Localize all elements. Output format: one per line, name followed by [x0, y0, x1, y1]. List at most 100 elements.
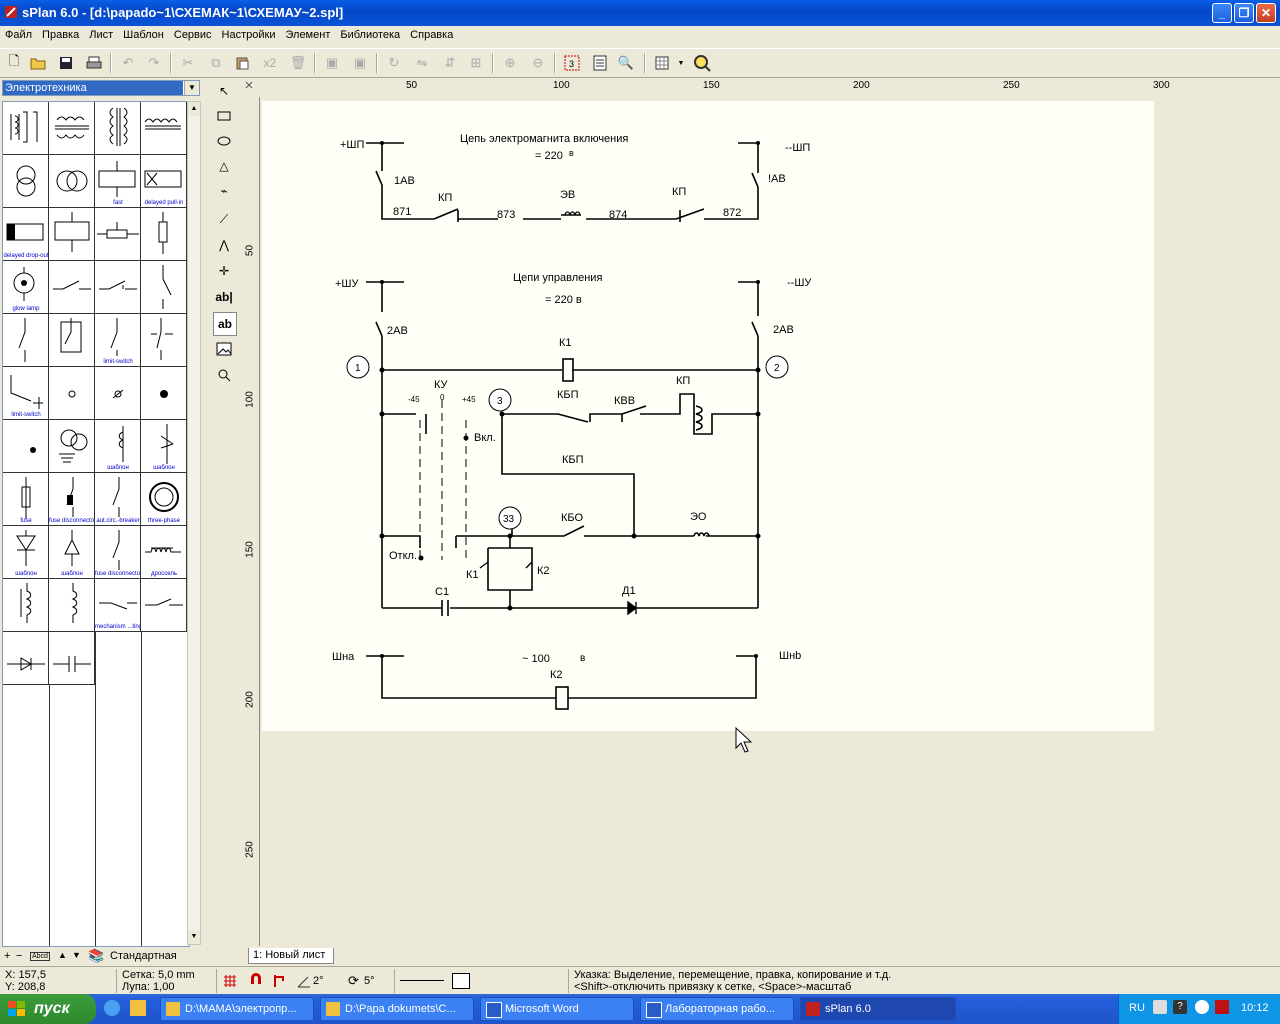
- print-icon[interactable]: [84, 53, 104, 73]
- mirror-h-icon[interactable]: ⇋: [416, 55, 428, 70]
- lib-switch-7[interactable]: [141, 579, 187, 632]
- lib-terminal-filled[interactable]: [141, 367, 187, 420]
- scroll-down-icon[interactable]: ▼: [188, 930, 200, 944]
- quicklaunch-icon[interactable]: [130, 1000, 146, 1016]
- rotate-angle-icon[interactable]: ⟳: [348, 973, 359, 988]
- rectangle-tool-icon[interactable]: [213, 105, 235, 127]
- menu-help[interactable]: Справка: [410, 29, 454, 41]
- maximize-button[interactable]: ❐: [1234, 3, 1254, 23]
- lib-switch-5[interactable]: [49, 314, 95, 367]
- lib-aut-circ-breaker[interactable]: aut.circ.-breaker: [95, 473, 141, 526]
- ellipse-tool-icon[interactable]: [213, 130, 235, 152]
- grid-dropdown-icon[interactable]: ▼: [677, 59, 685, 67]
- delete-icon[interactable]: 🗑: [289, 55, 307, 70]
- send-back-icon[interactable]: ▣: [353, 55, 367, 70]
- angle-icon[interactable]: [296, 973, 312, 989]
- undo-icon[interactable]: ↶: [122, 55, 134, 70]
- task-folder-papa[interactable]: D:\Papa dokumets\С...: [320, 997, 474, 1021]
- lib-shablon-3[interactable]: шаблон: [3, 526, 49, 579]
- lib-fuse[interactable]: fuse: [3, 473, 49, 526]
- lib-switch-2[interactable]: [95, 261, 141, 314]
- menu-library[interactable]: Библиотека: [340, 29, 401, 41]
- task-word[interactable]: Microsoft Word: [480, 997, 634, 1021]
- menu-edit[interactable]: Правка: [42, 29, 80, 41]
- menu-service[interactable]: Сервис: [173, 29, 212, 41]
- snap-grid-icon[interactable]: [222, 973, 238, 989]
- zoom-tool-icon[interactable]: [213, 364, 235, 386]
- lib-glow-lamp[interactable]: glow lamp: [3, 261, 49, 314]
- arrow-up-icon[interactable]: ▲: [58, 950, 67, 960]
- wire-tool-icon[interactable]: ⋀: [219, 238, 229, 252]
- close-button[interactable]: ✕: [1256, 3, 1276, 23]
- lib-potentiometer[interactable]: [95, 208, 141, 261]
- lib-transformer-4[interactable]: [141, 102, 187, 155]
- polygon-tool-icon[interactable]: △: [219, 159, 229, 173]
- lib-mechanism[interactable]: mechanism ...ting: [95, 579, 141, 632]
- library-select[interactable]: Электротехника ▼: [2, 80, 200, 96]
- lib-shablon-1[interactable]: шаблон: [95, 420, 141, 473]
- drawing-sheet[interactable]: Цепь электромагнита включения = 220 в +Ш…: [262, 101, 1154, 731]
- lib-shablon-4[interactable]: шаблон: [49, 526, 95, 579]
- menu-template[interactable]: Шаблон: [123, 29, 164, 41]
- help-tray-icon[interactable]: ?: [1173, 1000, 1187, 1014]
- text-tool-icon[interactable]: ab|: [215, 290, 233, 304]
- lib-drossel[interactable]: дроссель: [141, 526, 187, 579]
- zoom-fit-icon[interactable]: [692, 53, 712, 73]
- task-splan[interactable]: sPlan 6.0: [800, 997, 956, 1021]
- lib-relay-delayed-drop-out[interactable]: delayed drop-out: [3, 208, 49, 261]
- schematic[interactable]: Цепь электромагнита включения = 220 в +Ш…: [262, 101, 1154, 731]
- lib-relay-delayed-pull-in[interactable]: delayed pull-in: [141, 155, 187, 208]
- lib-capacitor[interactable]: [49, 632, 95, 685]
- save-icon[interactable]: [56, 53, 76, 73]
- lib-transformer-3[interactable]: [95, 102, 141, 155]
- lib-diode[interactable]: [3, 632, 49, 685]
- menu-file[interactable]: Файл: [5, 29, 33, 41]
- search-binoculars-icon[interactable]: 🔍: [617, 55, 635, 70]
- wire-mode-icon[interactable]: [272, 973, 288, 989]
- image-tool-icon[interactable]: [213, 338, 235, 360]
- lib-shablon-2[interactable]: шаблон: [141, 420, 187, 473]
- line-tool-icon[interactable]: ⟋: [219, 211, 229, 226]
- lib-relay-coil[interactable]: [49, 208, 95, 261]
- pointer-tool-icon[interactable]: ↖: [218, 84, 230, 98]
- rotate-icon[interactable]: ↻: [388, 55, 400, 70]
- new-file-icon[interactable]: 🗋: [8, 53, 20, 68]
- lib-limit-switch-2[interactable]: limit-switch: [3, 367, 49, 420]
- paste-icon[interactable]: [232, 53, 252, 73]
- ungroup-icon[interactable]: ⊖: [532, 55, 544, 70]
- keyboard-icon[interactable]: [1153, 1000, 1167, 1014]
- lib-transformer-1[interactable]: [3, 102, 49, 155]
- start-button[interactable]: пуск: [0, 994, 96, 1024]
- line-style-icon[interactable]: [400, 980, 444, 981]
- lib-switch-1[interactable]: [49, 261, 95, 314]
- bring-front-icon[interactable]: ▣: [325, 55, 339, 70]
- language-indicator[interactable]: RU: [1129, 1002, 1145, 1014]
- lib-switch-4[interactable]: [3, 314, 49, 367]
- numbering-icon[interactable]: 3: [562, 53, 582, 73]
- task-lab-doc[interactable]: Лабораторная рабо...: [640, 997, 794, 1021]
- lib-three-phase[interactable]: three-phase: [141, 473, 187, 526]
- lib-terminal-cross[interactable]: [95, 367, 141, 420]
- abcd-button[interactable]: Abcd: [30, 952, 50, 961]
- lib-junction[interactable]: [3, 420, 49, 473]
- lib-resistor[interactable]: [141, 208, 187, 261]
- chevron-down-icon[interactable]: ▼: [184, 81, 199, 95]
- tab-sheet-1[interactable]: 1: Новый лист: [248, 948, 334, 964]
- open-folder-icon[interactable]: [28, 53, 48, 73]
- lib-transformer-circle-2[interactable]: [49, 155, 95, 208]
- bezier-tool-icon[interactable]: ⌁: [220, 184, 228, 198]
- scroll-up-icon[interactable]: ▲: [188, 102, 200, 116]
- grid-icon[interactable]: [652, 53, 672, 73]
- arrow-tray-icon[interactable]: [1195, 1000, 1209, 1014]
- lib-inductor-1[interactable]: [3, 579, 49, 632]
- duplicate-button[interactable]: x2: [263, 56, 277, 70]
- lib-limit-switch-1[interactable]: limit-switch: [95, 314, 141, 367]
- library-scrollbar[interactable]: ▲ ▼: [187, 101, 201, 945]
- junction-tool-icon[interactable]: ✛: [218, 264, 230, 278]
- fill-color-icon[interactable]: [452, 973, 470, 989]
- lib-fuse-disconnector-1[interactable]: fuse disconnector: [49, 473, 95, 526]
- antivirus-icon[interactable]: [1215, 1000, 1229, 1014]
- redo-icon[interactable]: ↷: [148, 55, 160, 70]
- menu-settings[interactable]: Настройки: [221, 29, 276, 41]
- menu-element[interactable]: Элемент: [285, 29, 331, 41]
